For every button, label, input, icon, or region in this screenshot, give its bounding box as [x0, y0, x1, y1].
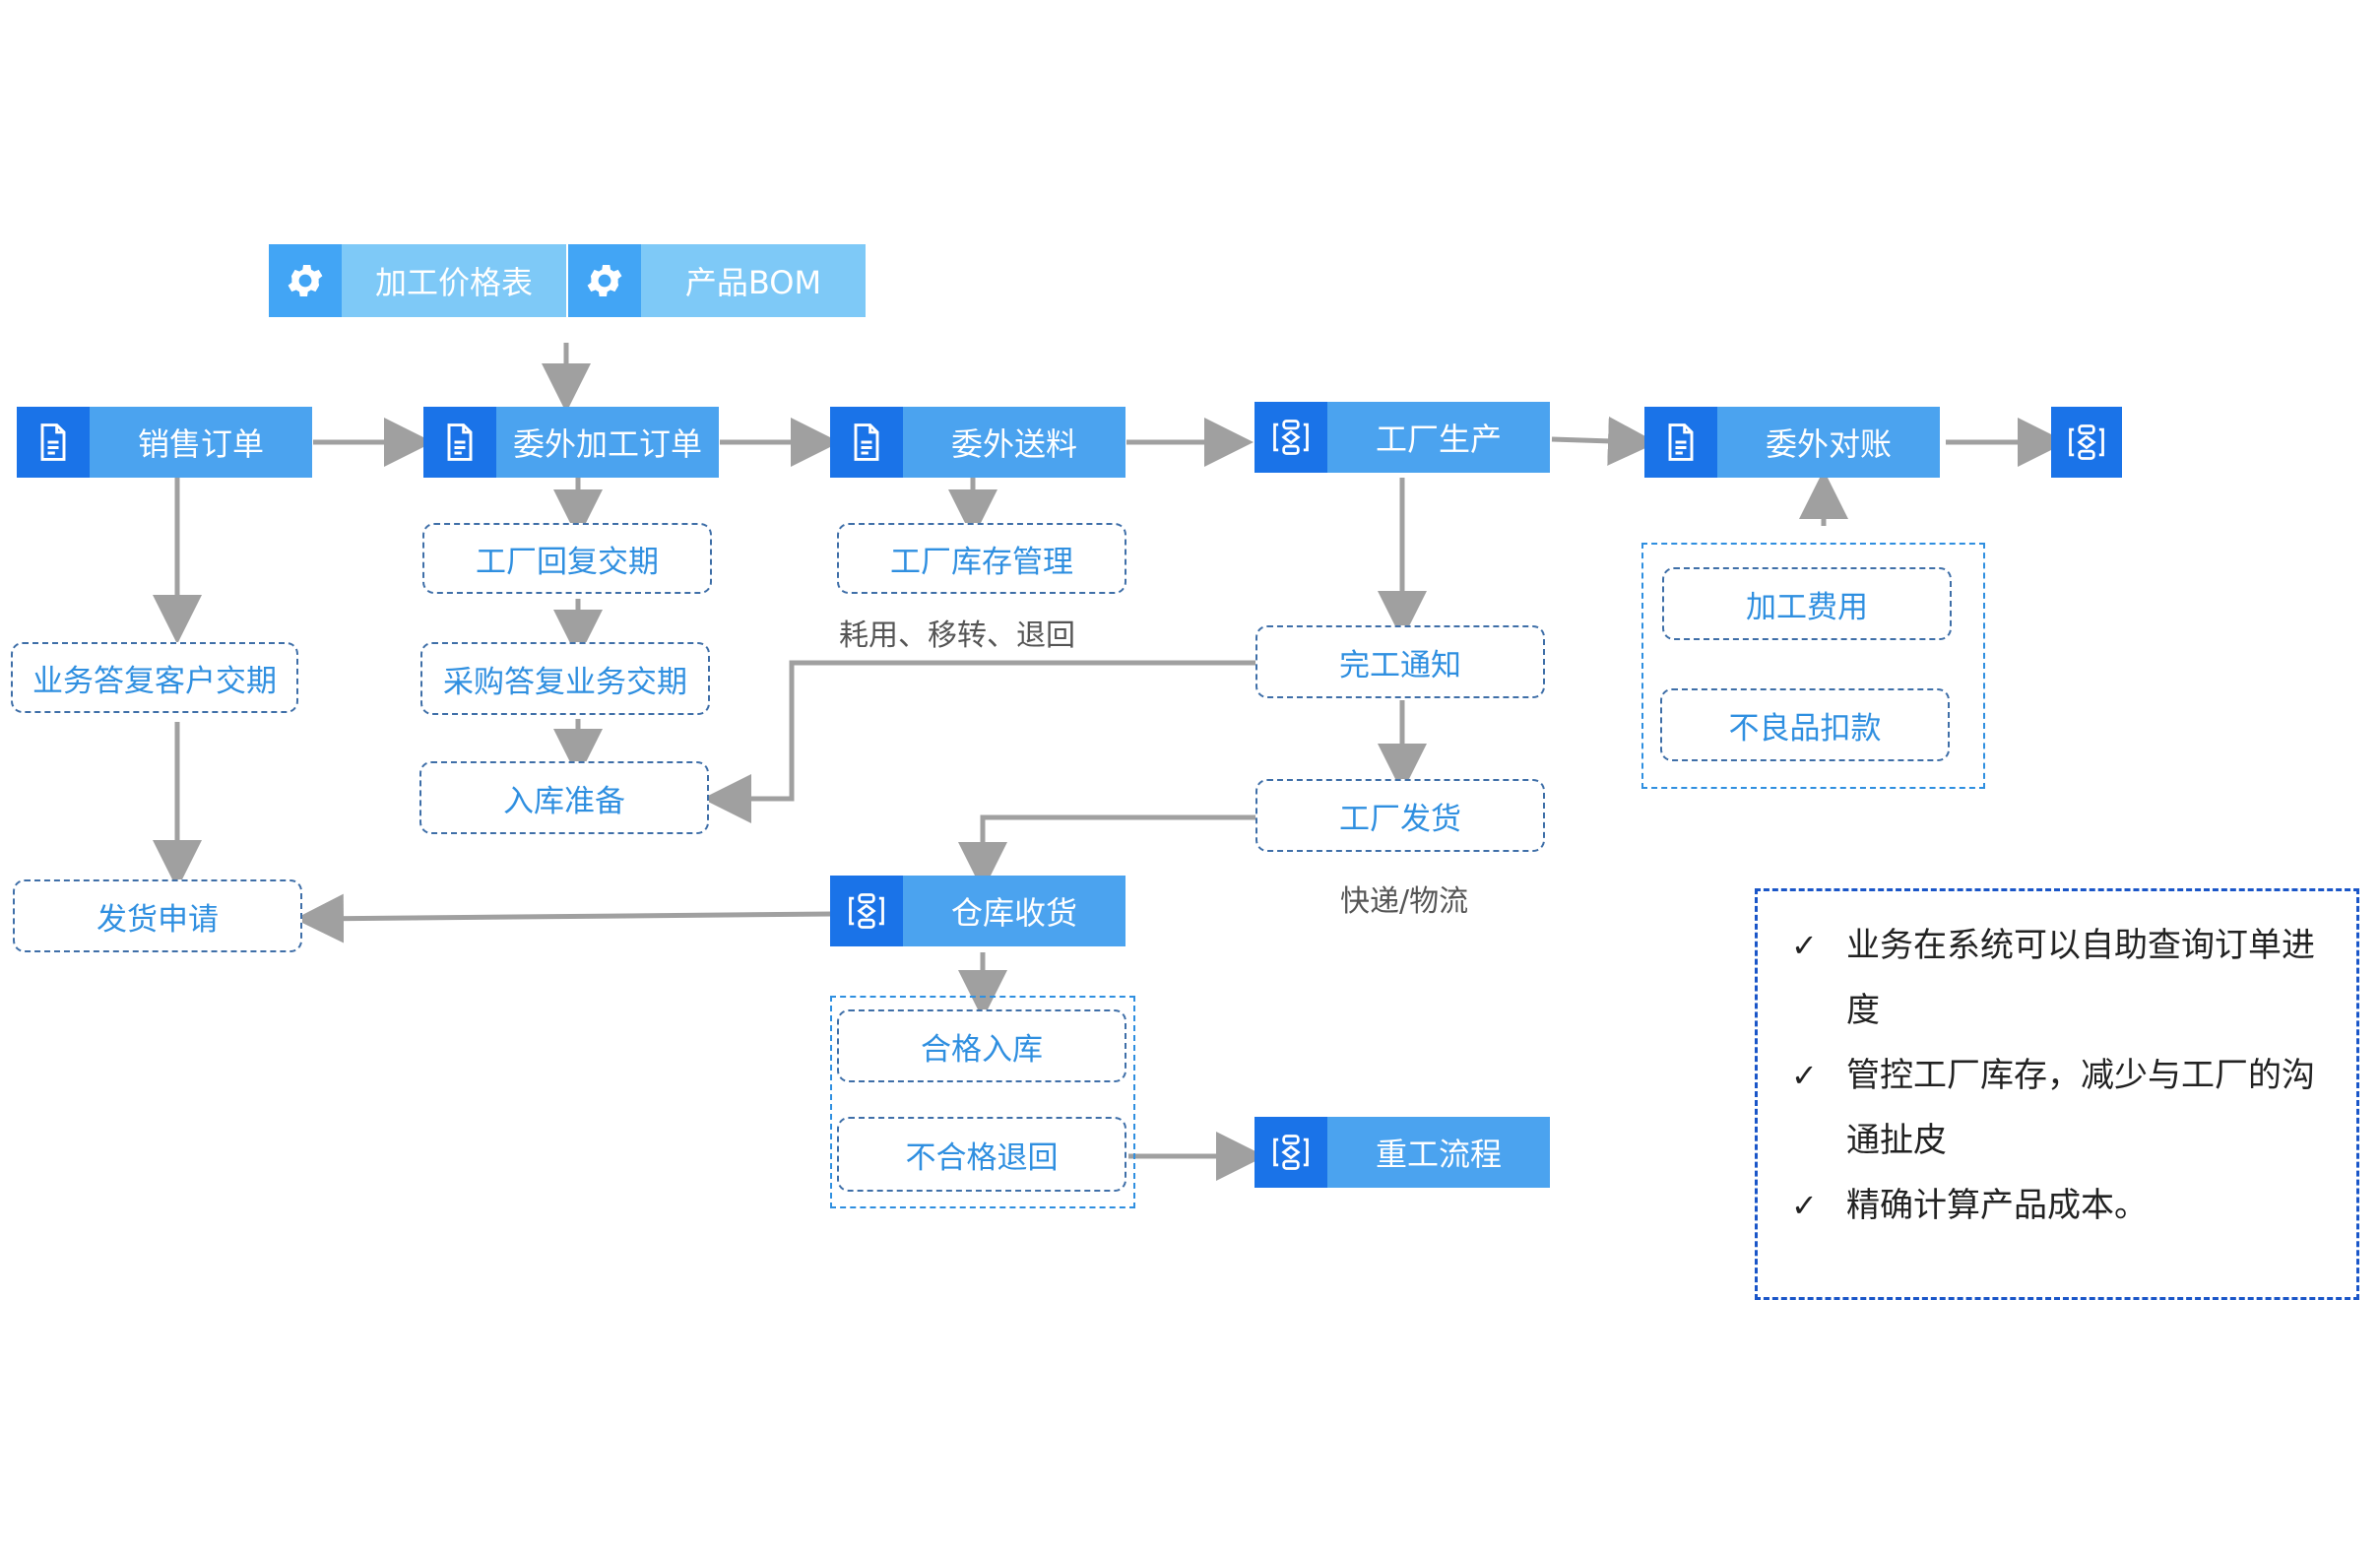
- warehouse-receipt-node[interactable]: 仓库收货: [830, 876, 1126, 946]
- end-process-node[interactable]: [2051, 407, 2122, 478]
- warehouse-prep-step[interactable]: 入库准备: [419, 761, 709, 834]
- factory-stock-mgmt-step[interactable]: 工厂库存管理: [837, 523, 1126, 594]
- rework-flow-label: 重工流程: [1327, 1117, 1550, 1188]
- reply-customer-date-step[interactable]: 业务答复客户交期: [11, 642, 298, 713]
- processing-fee-step[interactable]: 加工费用: [1662, 567, 1952, 640]
- sales-order-label: 销售订单: [90, 407, 312, 478]
- arrow-warehouse-to-shipping-request: [294, 893, 833, 943]
- check-icon: ✓: [1791, 1187, 1818, 1224]
- process-icon: [1254, 1117, 1327, 1188]
- sales-order-node[interactable]: 销售订单: [17, 407, 312, 478]
- check-icon: ✓: [1791, 1057, 1818, 1094]
- outsource-delivery-label: 委外送料: [903, 407, 1126, 478]
- arrow-completion-to-prep: [702, 660, 1260, 823]
- document-icon: [1644, 407, 1717, 478]
- inspection-group: [830, 996, 1135, 1208]
- outsource-order-node[interactable]: 委外加工订单: [423, 407, 719, 478]
- benefits-box: ✓ 业务在系统可以自助查询订单进度 ✓ 管控工厂库存，减少与工厂的沟通扯皮 ✓ …: [1755, 888, 2359, 1300]
- product-bom-node[interactable]: 产品BOM: [568, 244, 866, 317]
- rework-flow-node[interactable]: 重工流程: [1254, 1117, 1550, 1188]
- stock-actions-note: 耗用、移转、退回: [839, 618, 1075, 653]
- benefit-text: 业务在系统可以自助查询订单进度: [1846, 926, 2315, 1030]
- factory-reply-date-step[interactable]: 工厂回复交期: [422, 523, 712, 594]
- unqualified-return-step[interactable]: 不合格退回: [837, 1117, 1126, 1192]
- gear-icon: [568, 244, 641, 317]
- purchase-reply-date-step[interactable]: 采购答复业务交期: [420, 642, 710, 715]
- benefit-item: ✓ 业务在系统可以自助查询订单进度: [1791, 913, 2337, 1043]
- courier-logistics-note: 快递/物流: [1340, 884, 1469, 919]
- outsource-reconcile-node[interactable]: 委外对账: [1644, 407, 1940, 478]
- factory-production-label: 工厂生产: [1327, 402, 1550, 473]
- factory-shipping-step[interactable]: 工厂发货: [1255, 779, 1545, 852]
- completion-notice-step[interactable]: 完工通知: [1255, 625, 1545, 698]
- process-icon: [1254, 402, 1327, 473]
- process-icon: [830, 876, 903, 946]
- price-list-label: 加工价格表: [342, 244, 566, 317]
- benefit-text: 精确计算产品成本。: [1846, 1186, 2148, 1225]
- outsource-order-label: 委外加工订单: [496, 407, 719, 478]
- document-icon: [830, 407, 903, 478]
- benefit-text: 管控工厂库存，减少与工厂的沟通扯皮: [1846, 1056, 2315, 1160]
- reconcile-inputs-group: [1641, 543, 1985, 789]
- warehouse-receipt-label: 仓库收货: [903, 876, 1126, 946]
- outsource-reconcile-label: 委外对账: [1717, 407, 1940, 478]
- defect-deduction-step[interactable]: 不良品扣款: [1660, 688, 1950, 761]
- product-bom-label: 产品BOM: [641, 244, 866, 317]
- factory-production-node[interactable]: 工厂生产: [1254, 402, 1550, 473]
- process-icon: [2051, 407, 2122, 478]
- benefit-item: ✓ 管控工厂库存，减少与工厂的沟通扯皮: [1791, 1043, 2337, 1173]
- arrow-shipping-to-warehouse: [958, 814, 1262, 891]
- price-list-node[interactable]: 加工价格表: [269, 244, 566, 317]
- gear-icon: [269, 244, 342, 317]
- arrow-production-to-reconcile: [1551, 416, 1657, 466]
- outsource-delivery-node[interactable]: 委外送料: [830, 407, 1126, 478]
- benefit-item: ✓ 精确计算产品成本。: [1791, 1173, 2337, 1238]
- document-icon: [17, 407, 90, 478]
- document-icon: [423, 407, 496, 478]
- qualified-storage-step[interactable]: 合格入库: [837, 1009, 1126, 1082]
- check-icon: ✓: [1791, 927, 1818, 964]
- shipping-request-step[interactable]: 发货申请: [13, 879, 302, 952]
